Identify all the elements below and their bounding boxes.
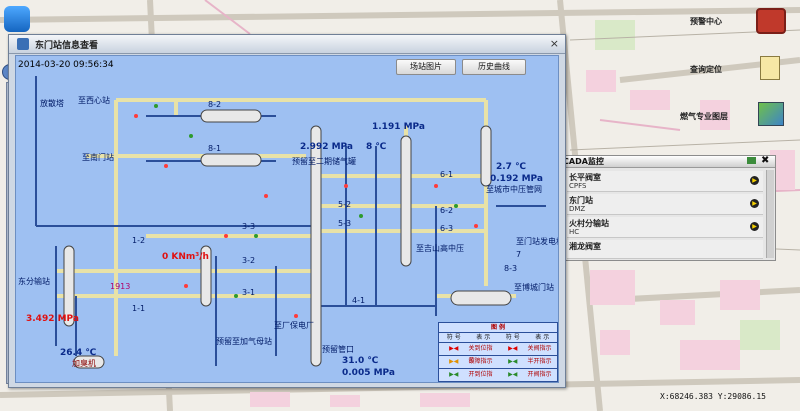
legend-text: 关到位指示 xyxy=(468,345,493,364)
history-curve-button[interactable]: 历史曲线 xyxy=(462,59,526,75)
window-icon xyxy=(17,38,29,50)
legend-col: 符 号 xyxy=(505,334,520,341)
coordinate-readout: X:68246.383 Y:29086.15 xyxy=(660,392,766,401)
legend-col: 符 号 xyxy=(446,334,461,341)
label-launcher: 放散塔 xyxy=(40,99,64,108)
station-name: 东门站 xyxy=(569,196,593,205)
gas-layers-button[interactable]: 燃气专业图层 xyxy=(680,112,728,121)
label-g81: 8-1 xyxy=(208,144,222,153)
pressure-reading: 2.992 MPa xyxy=(300,142,353,152)
station-code: DMZ xyxy=(569,205,586,213)
cada-panel-title: CADA监控 xyxy=(563,157,604,166)
label-east-station: 东分输站 xyxy=(18,277,50,286)
label-to-west: 至西心站 xyxy=(78,96,110,105)
legend-col: 表 示 xyxy=(476,334,491,341)
station-info-window: 东门站信息查看 × xyxy=(8,34,566,388)
temperature-reading: 8 ℃ xyxy=(366,142,387,152)
label-g83: 8-3 xyxy=(504,264,518,273)
temperature-reading: 2.7 ℃ xyxy=(496,162,526,172)
valve-closing-icon: ▶◀ xyxy=(508,345,518,352)
station-code: CPFS xyxy=(569,182,587,190)
station-image-button[interactable]: 场站图片 xyxy=(396,59,456,75)
timestamp: 2014-03-20 09:56:34 xyxy=(18,60,114,70)
legend-row: ▶◀ 关到位指示 ▶◀ 关阀指示 xyxy=(439,342,557,364)
station-name: 湘龙阀室 xyxy=(569,242,601,251)
temperature-reading: 26.4 ℃ xyxy=(60,348,97,358)
layers-icon[interactable] xyxy=(758,102,784,126)
go-icon[interactable]: ▶ xyxy=(750,176,759,185)
flow-reading: 0 KNm³/h xyxy=(162,252,209,262)
pressure-reading: 1.191 MPa xyxy=(372,122,425,132)
alarm-center-button[interactable]: 预警中心 xyxy=(690,17,722,26)
valve-open-icon: ▶◀ xyxy=(449,371,459,378)
cada-panel-header: CADA监控 ✖ xyxy=(557,155,775,168)
legend-text: 开阀指示 xyxy=(527,371,552,378)
legend-title: 图 例 xyxy=(490,324,506,331)
query-locate-icon[interactable] xyxy=(760,56,780,80)
label-factory: 至厂保电厂 xyxy=(274,321,314,330)
pipeline-diagram xyxy=(35,76,546,369)
valve-opening-icon: ▶◀ xyxy=(508,371,518,378)
pressure-reading: 0.005 MPa xyxy=(342,368,395,378)
label-reserve-pipe: 预留至加气母站 xyxy=(216,337,272,346)
alarm-center-icon[interactable] xyxy=(756,8,786,34)
label-to-bei: 至博城门站 xyxy=(514,283,554,292)
label-reserve-main: 预留管口 xyxy=(322,345,354,354)
list-item[interactable]: 东门站 DMZ ▶ xyxy=(567,194,763,215)
label-g31: 3-1 xyxy=(242,288,256,297)
legend-row: ▶◀ 开到位指示 ▶◀ 开阀指示 xyxy=(439,368,557,381)
label-g52: 5-2 xyxy=(338,200,352,209)
legend-row: ▶◀ 故障指示 ▶◀ 半开指示 xyxy=(439,355,557,368)
station-code: HC xyxy=(569,228,580,236)
legend-header: 符 号 表 示 符 号 表 示 xyxy=(439,332,557,342)
label-g53: 5-3 xyxy=(338,219,352,228)
label-reserve-top: 预留至二期储气罐 xyxy=(292,157,356,166)
pressure-reading: 3.492 MPa xyxy=(26,314,79,324)
query-locate-button[interactable]: 查询定位 xyxy=(690,65,722,74)
go-icon[interactable]: ▶ xyxy=(750,222,759,231)
scrollbar[interactable] xyxy=(766,170,774,258)
label-g71: 7 xyxy=(516,250,522,259)
list-item[interactable]: 湘龙阀室 xyxy=(567,240,763,259)
label-g63: 6-3 xyxy=(440,224,454,233)
window-title: 东门站信息查看 xyxy=(35,41,99,51)
legend-text: 半开指示 xyxy=(527,358,552,365)
window-titlebar[interactable]: 东门站信息查看 × xyxy=(9,35,565,54)
label-g12: 1-2 xyxy=(132,236,146,245)
label-g41: 4-1 xyxy=(352,296,366,305)
label-g61: 6-1 xyxy=(440,170,454,179)
close-button[interactable]: × xyxy=(549,37,559,50)
label-g33: 3-3 xyxy=(242,222,256,231)
label-g11: 1-1 xyxy=(132,304,146,313)
close-icon[interactable]: ✖ xyxy=(761,155,770,166)
cada-monitor-panel: CADA监控 ✖ 长平阀室 CPFS ▶ 东门站 DMZ ▶ 火村分输站 HC … xyxy=(556,155,776,261)
label-to-north: 至城市中压管网 xyxy=(486,185,542,194)
legend-text: 故障指示 xyxy=(468,358,493,365)
station-name: 火村分输站 xyxy=(569,219,609,228)
legend-col: 表 示 xyxy=(535,334,550,341)
label-g62: 6-2 xyxy=(440,206,454,215)
temperature-reading: 31.0 ℃ xyxy=(342,356,379,366)
list-item[interactable]: 火村分输站 HC ▶ xyxy=(567,217,763,238)
legend-text: 关阀指示 xyxy=(527,345,552,352)
station-name: 长平阀室 xyxy=(569,173,601,182)
label-to-hp: 至门站发电机 xyxy=(516,237,558,246)
label-to-south: 至南门站 xyxy=(82,153,114,162)
list-item[interactable]: 长平阀室 CPFS ▶ xyxy=(567,171,763,192)
valve-fault-icon: ▶◀ xyxy=(449,358,459,365)
label-heater: 加臭机 xyxy=(72,359,96,368)
label-to-shanxia: 至吉山高中压 xyxy=(416,244,464,253)
pressure-reading: 0.192 MPa xyxy=(490,174,543,184)
minimize-icon[interactable] xyxy=(747,157,756,164)
go-icon[interactable]: ▶ xyxy=(750,199,759,208)
app-logo xyxy=(4,6,30,32)
label-g32: 3-2 xyxy=(242,256,256,265)
legend-table: 图 例 符 号 表 示 符 号 表 示 ▶◀ 关到位指示 ▶◀ 关阀指示 ▶◀ … xyxy=(438,322,558,382)
valve-half-icon: ▶◀ xyxy=(508,358,518,365)
label-g82: 8-2 xyxy=(208,100,222,109)
label-1913: 1913 xyxy=(110,282,131,291)
valve-closed-icon: ▶◀ xyxy=(449,345,459,352)
legend-text: 开到位指示 xyxy=(468,371,493,378)
scada-diagram: 2014-03-20 09:56:34 场站图片 历史曲线 放散塔 至西心站 至… xyxy=(15,55,559,383)
